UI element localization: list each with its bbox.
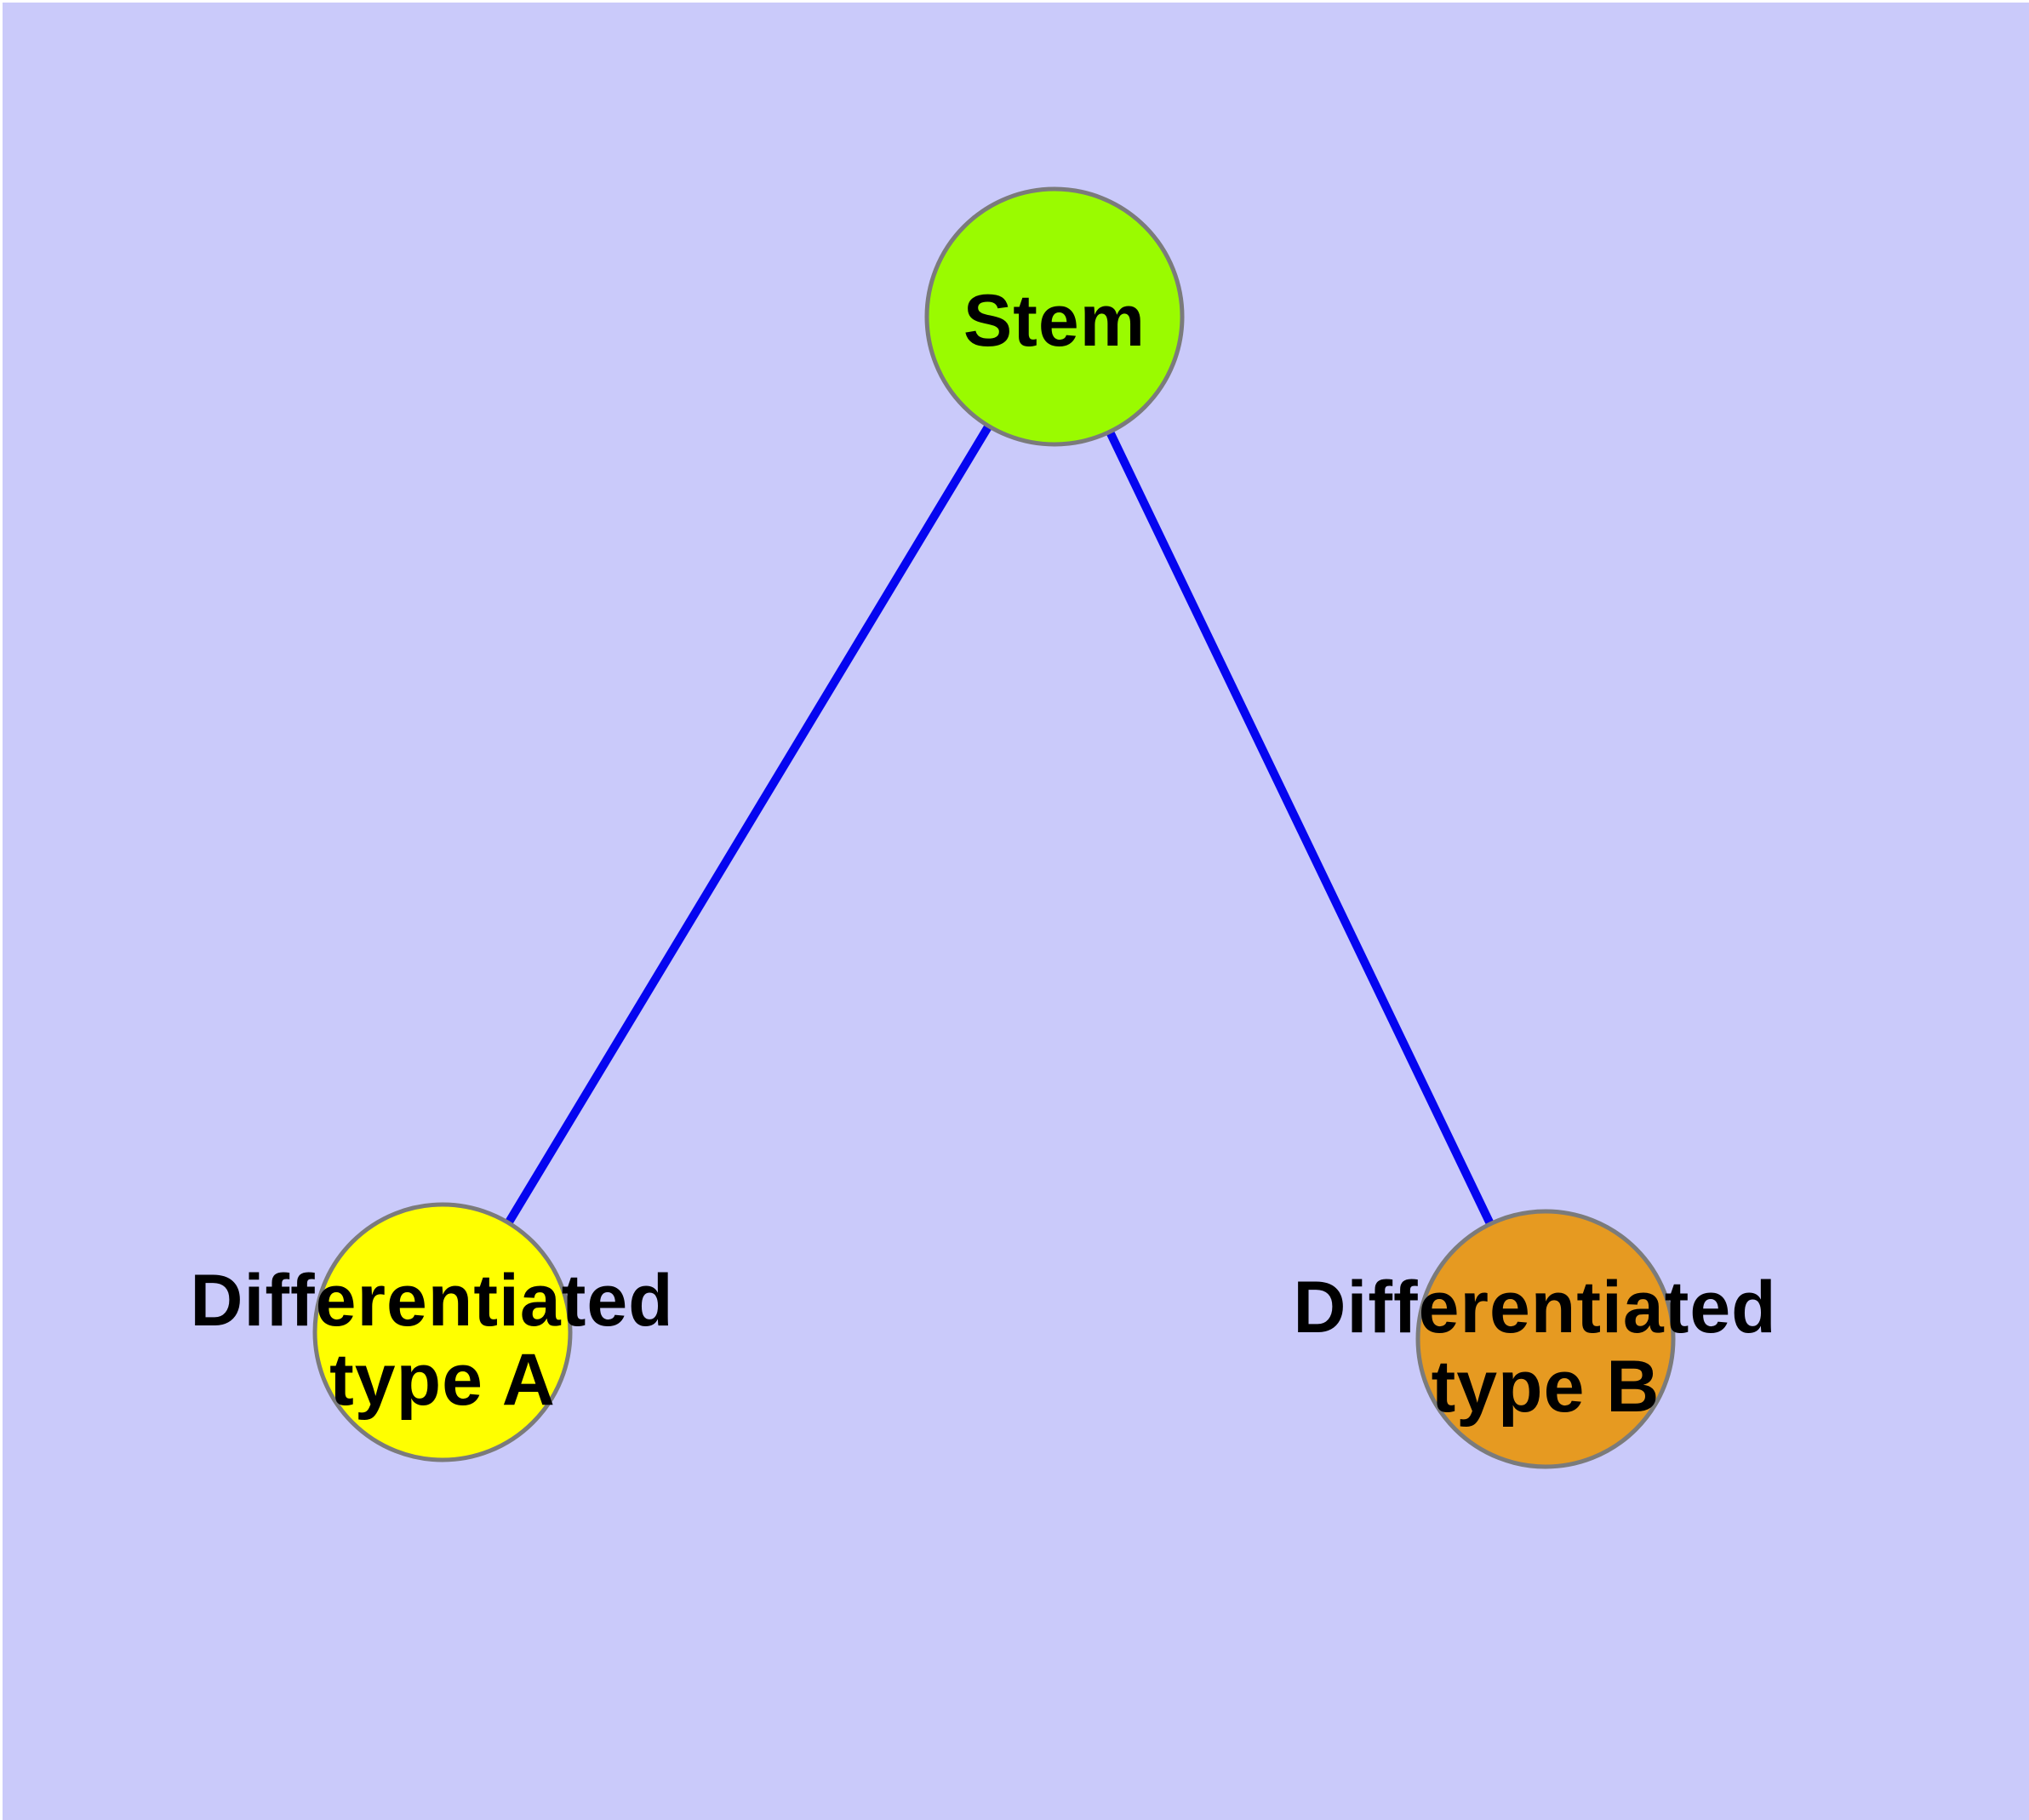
node-differentiated-type-a-circle (312, 1202, 573, 1462)
node-differentiated-type-a-label-line1: Differentiated (190, 1260, 673, 1342)
edge-stem-to-type-a (438, 314, 1059, 1335)
node-differentiated-type-b-label-line2: type B (1432, 1346, 1660, 1428)
node-stem-circle (924, 186, 1185, 447)
node-differentiated-type-a: Differentiated type A (190, 1202, 694, 1462)
node-differentiated-type-b-circle (1415, 1209, 1676, 1469)
node-differentiated-type-b: Differentiated type B (1293, 1209, 1798, 1469)
node-stem: Stem (924, 186, 1185, 447)
node-differentiated-type-a-label: Differentiated type A (190, 1260, 694, 1421)
node-stem-label: Stem (963, 280, 1146, 362)
node-differentiated-type-a-label-line2: type A (329, 1339, 556, 1421)
node-differentiated-type-b-label-line1: Differentiated (1293, 1267, 1776, 1348)
node-differentiated-type-b-label: Differentiated type B (1293, 1267, 1798, 1428)
edge-stem-to-type-b (1050, 314, 1550, 1342)
